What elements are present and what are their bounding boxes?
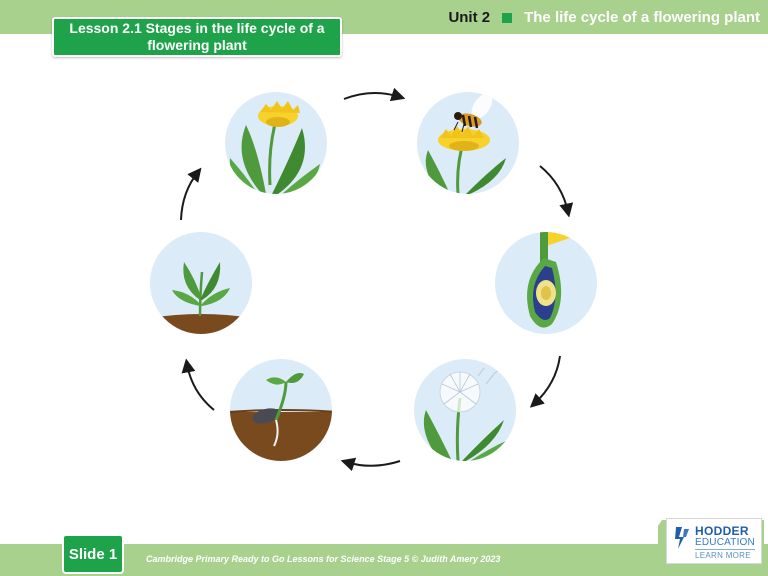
publisher-logo: HODDER EDUCATION LEARN MORE bbox=[666, 518, 762, 564]
logo-name: HODDER bbox=[695, 524, 749, 538]
unit-title: The life cycle of a flowering plant bbox=[524, 9, 760, 26]
arrow-5 bbox=[181, 358, 215, 411]
arrow-3 bbox=[529, 355, 561, 408]
unit-label: Unit 2 bbox=[448, 9, 491, 26]
arrow-4 bbox=[340, 457, 401, 472]
stage-seed-formation bbox=[495, 232, 597, 334]
logo-divider bbox=[695, 549, 755, 550]
logo-tagline: LEARN MORE bbox=[695, 551, 751, 560]
arrow-1 bbox=[343, 87, 406, 102]
stage-seed-dispersal bbox=[414, 359, 516, 461]
arrow-2 bbox=[539, 165, 574, 218]
footer-credit: Cambridge Primary Ready to Go Lessons fo… bbox=[146, 554, 501, 564]
unit-heading: Unit 2 The life cycle of a flowering pla… bbox=[448, 9, 760, 26]
slide-number-box: Slide 1 bbox=[62, 534, 124, 574]
unit-separator-icon bbox=[502, 12, 513, 23]
lesson-title: Lesson 2.1 Stages in the life cycle of a… bbox=[69, 20, 325, 53]
arrow-6 bbox=[180, 167, 202, 221]
footer-band bbox=[0, 544, 768, 576]
logo-sub: EDUCATION bbox=[695, 537, 755, 548]
stage-germination bbox=[230, 359, 332, 461]
stage-flowering-plant bbox=[225, 92, 327, 194]
lesson-title-box: Lesson 2.1 Stages in the life cycle of a… bbox=[52, 17, 342, 57]
stage-seedling bbox=[150, 232, 252, 334]
stage-pollination bbox=[417, 92, 519, 194]
cycle-arrows bbox=[180, 87, 574, 472]
hodder-mark-icon bbox=[675, 527, 689, 549]
slide-label: Slide 1 bbox=[68, 545, 118, 563]
